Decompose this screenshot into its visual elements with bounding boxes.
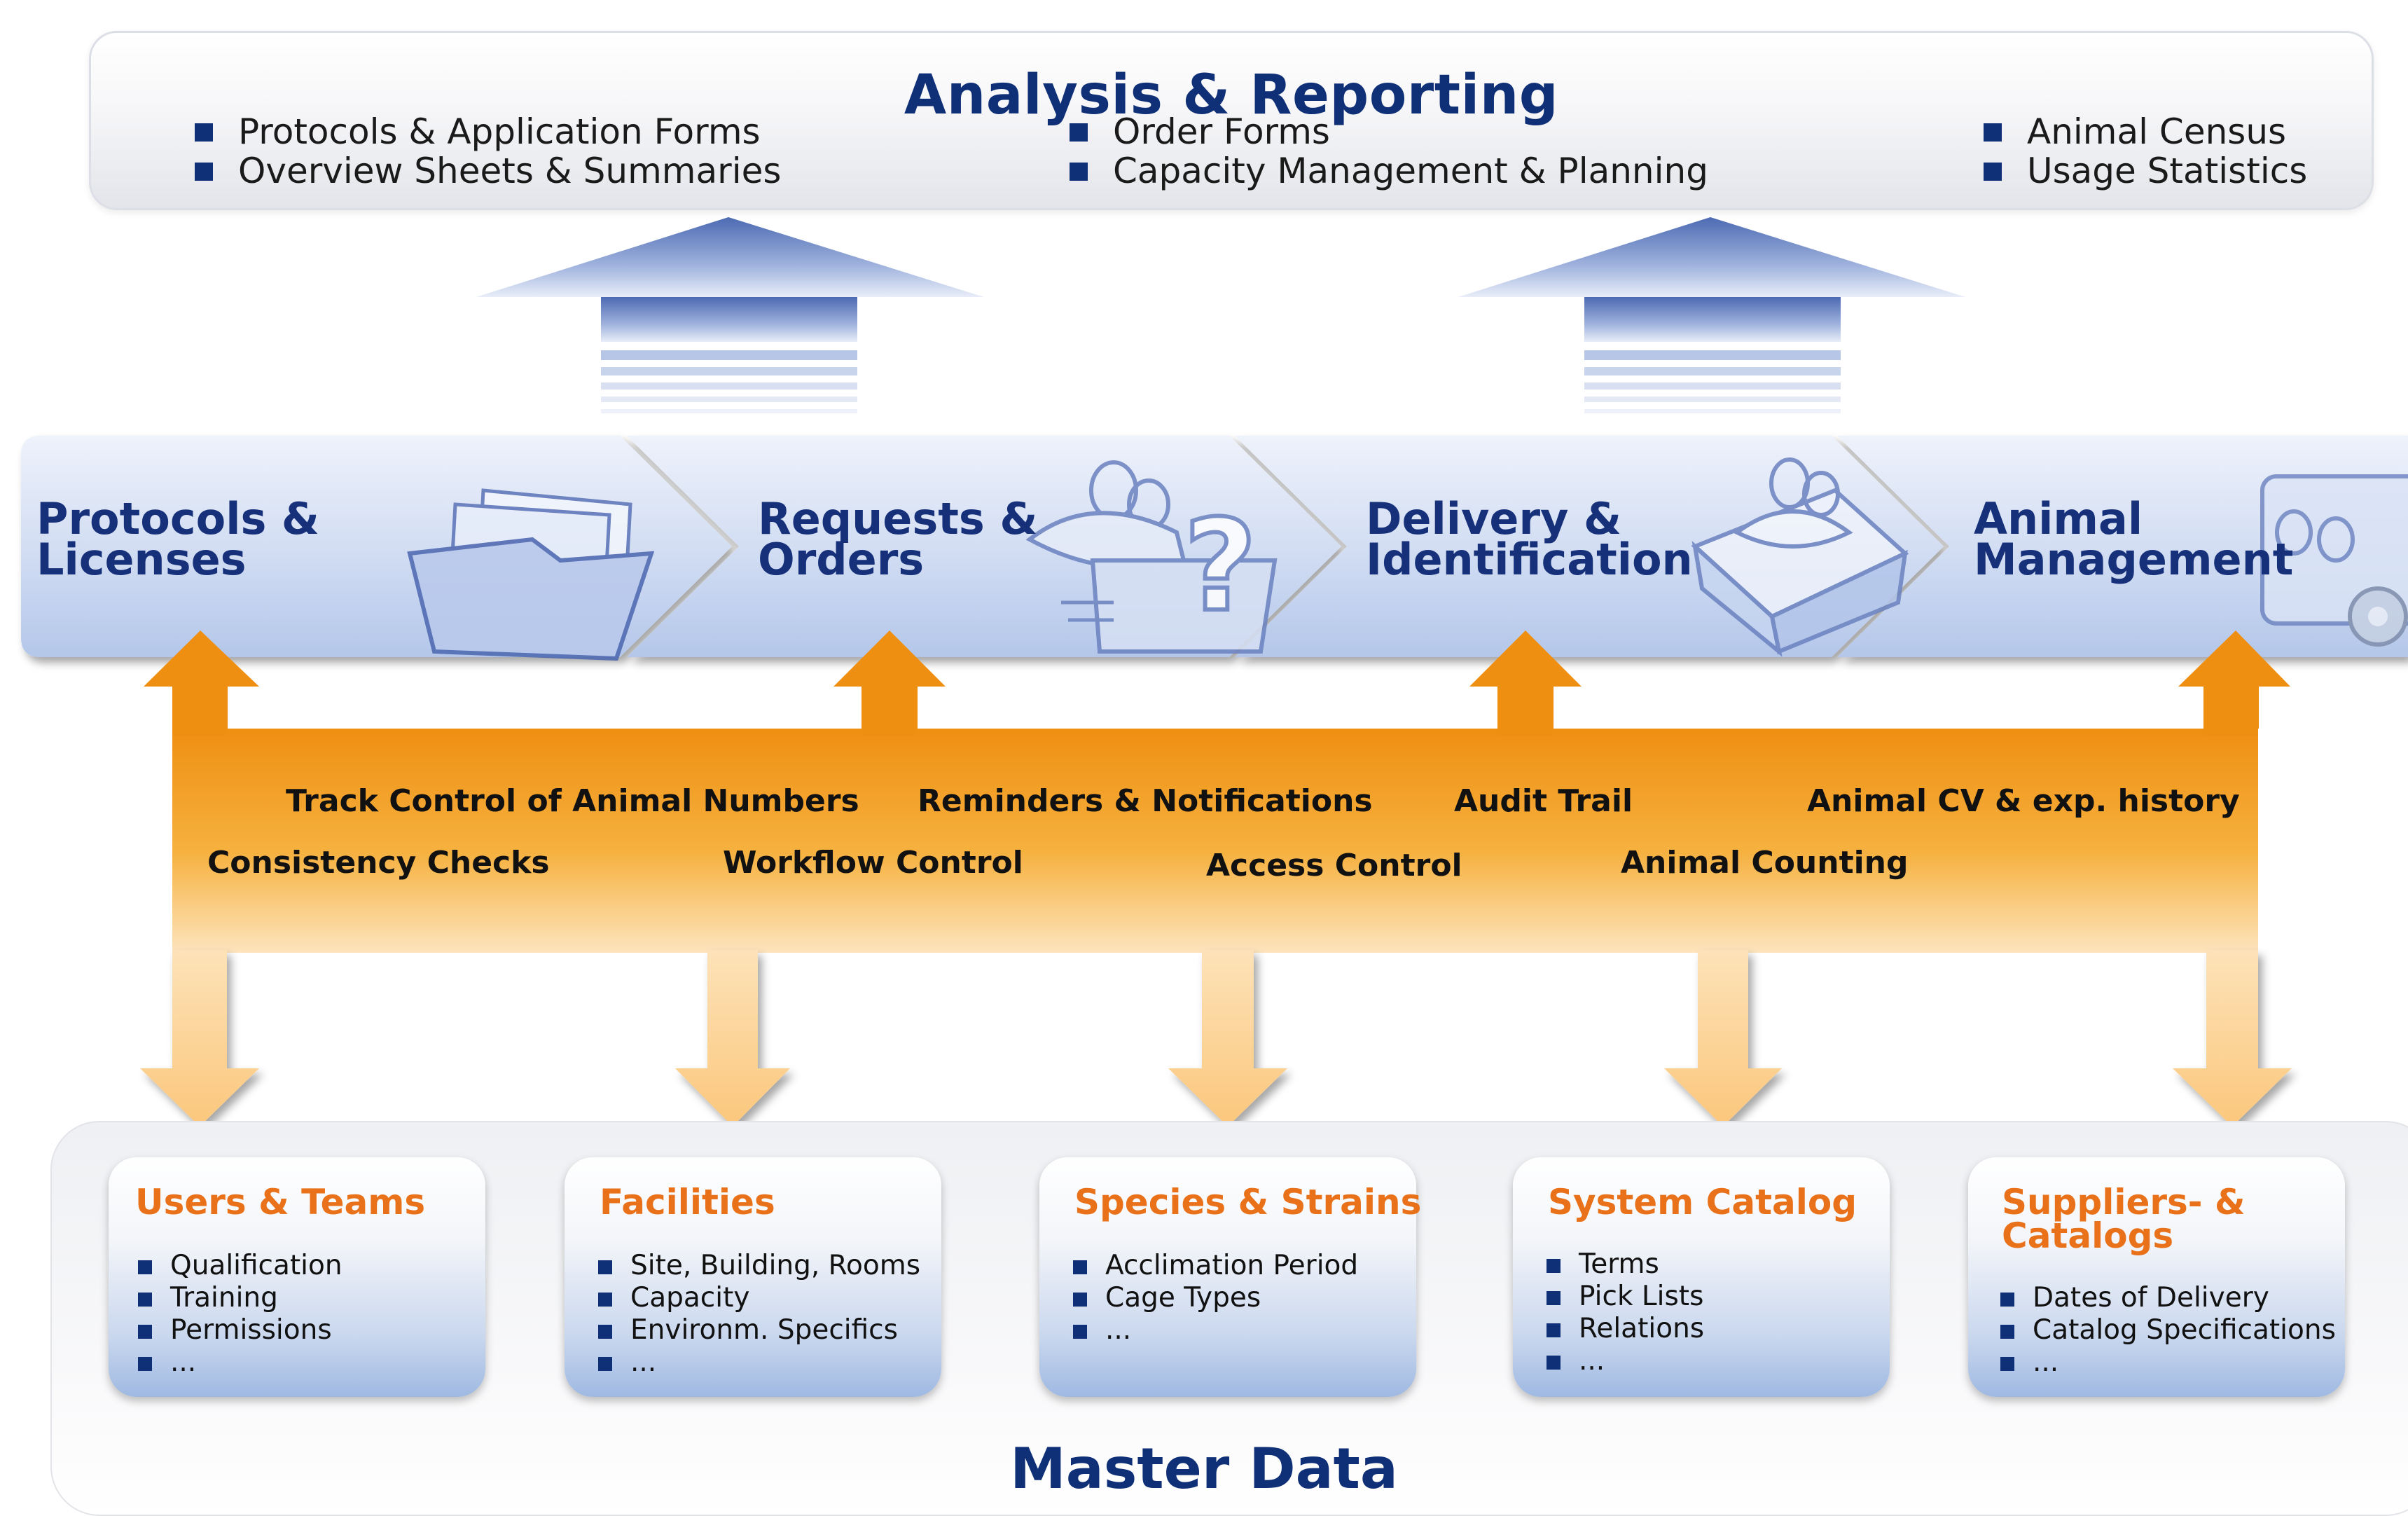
analysis-column-2: Order Forms Capacity Management & Planni… (1070, 112, 1708, 191)
process-step-line: Requests & (758, 493, 1038, 544)
process-step-line: Animal (1974, 493, 2143, 544)
process-step-protocols: Protocols & Licenses (36, 493, 319, 585)
md-box-species-strains: Species & Strains Acclimation Period Cag… (1039, 1157, 1421, 1397)
md-box-item: Relations (1546, 1313, 1704, 1345)
down-arrows (140, 950, 2292, 1126)
md-box-item: ... (1546, 1345, 1704, 1377)
svg-text:?: ? (1184, 493, 1257, 640)
feature-label: Track Control of Animal Numbers (286, 783, 859, 819)
md-box-item: Pick Lists (1546, 1281, 1704, 1313)
analysis-item: Capacity Management & Planning (1070, 151, 1708, 191)
feature-label: Animal CV & exp. history (1807, 783, 2240, 819)
md-box-item: ... (598, 1346, 920, 1379)
md-box-item: ... (2000, 1346, 2336, 1379)
master-data-title: Master Data (1010, 1436, 1398, 1501)
feature-label: Audit Trail (1454, 783, 1633, 819)
analysis-item: Order Forms (1070, 112, 1708, 151)
md-box-item: Capacity (598, 1282, 920, 1314)
md-box-item: Terms (1546, 1248, 1704, 1281)
md-box-facilities: Facilities Site, Building, Rooms Capacit… (565, 1157, 941, 1397)
analysis-item: Animal Census (1984, 112, 2307, 151)
md-box-title: Suppliers- & Catalogs (2002, 1185, 2246, 1253)
analysis-column-3: Animal Census Usage Statistics (1984, 112, 2307, 191)
process-step-delivery: Delivery & Identification (1366, 493, 1693, 585)
md-box-title: Species & Strains (1074, 1182, 1422, 1222)
md-box-item: Catalog Specifications (2000, 1314, 2336, 1346)
md-box-system-catalog: System Catalog Terms Pick Lists Relation… (1513, 1157, 1890, 1397)
analysis-item: Protocols & Application Forms (195, 112, 781, 151)
process-step-line: Protocols & (36, 493, 319, 544)
analysis-column-1: Protocols & Application Forms Overview S… (195, 112, 781, 191)
md-box-list: Site, Building, Rooms Capacity Environm.… (598, 1250, 920, 1379)
process-step-animal-mgmt: Animal Management (1974, 493, 2294, 585)
md-box-title: Users & Teams (135, 1182, 426, 1222)
monitor-gear-icon (2260, 474, 2408, 647)
md-box-item: Dates of Delivery (2000, 1282, 2336, 1314)
up-arrow-right (1458, 217, 1965, 413)
feature-label: Animal Counting (1621, 845, 1909, 881)
md-box-title: Facilities (600, 1182, 775, 1222)
folder-icon (407, 488, 655, 661)
feature-label: Consistency Checks (207, 845, 550, 881)
process-step-line: Delivery & (1366, 493, 1622, 544)
process-step-line: Management (1974, 534, 2294, 585)
analysis-item: Usage Statistics (1984, 151, 2307, 191)
md-box-list: Dates of Delivery Catalog Specifications… (2000, 1282, 2336, 1379)
md-box-item: Site, Building, Rooms (598, 1250, 920, 1282)
process-step-line: Identification (1366, 534, 1693, 585)
md-box-item: ... (1073, 1314, 1358, 1346)
md-box-list: Terms Pick Lists Relations ... (1546, 1248, 1704, 1377)
md-box-item: Training (138, 1282, 342, 1314)
md-box-item: Permissions (138, 1314, 342, 1346)
md-box-item: ... (138, 1346, 342, 1379)
analysis-title: Analysis & Reporting (904, 64, 1559, 127)
md-box-users-teams: Users & Teams Qualification Training Per… (109, 1157, 485, 1397)
md-box-item: Acclimation Period (1073, 1250, 1358, 1282)
md-box-item: Qualification (138, 1250, 342, 1282)
analysis-reporting-panel: Analysis & Reporting (89, 31, 2374, 210)
md-box-suppliers-catalogs: Suppliers- & Catalogs Dates of Delivery … (1968, 1157, 2345, 1397)
process-step-line: Orders (758, 534, 925, 585)
md-box-item: Cage Types (1073, 1282, 1358, 1314)
md-box-title-line: Catalogs (2002, 1215, 2174, 1256)
orange-band (144, 630, 2290, 953)
mouse-question-icon: ? (1025, 460, 1278, 654)
md-box-list: Qualification Training Permissions ... (138, 1250, 342, 1379)
feature-label: Reminders & Notifications (918, 783, 1373, 819)
feature-label: Workflow Control (723, 845, 1023, 881)
md-box-item: Environm. Specifics (598, 1314, 920, 1346)
md-box-title: System Catalog (1548, 1182, 1857, 1222)
feature-label: Access Control (1206, 848, 1462, 883)
analysis-item: Overview Sheets & Summaries (195, 151, 781, 191)
process-step-line: Licenses (36, 534, 247, 585)
up-arrow-left (476, 217, 984, 413)
mouse-box-icon (1691, 457, 1909, 657)
process-step-requests: Requests & Orders (758, 493, 1038, 585)
md-box-title-line: Suppliers- & (2002, 1182, 2246, 1222)
md-box-list: Acclimation Period Cage Types ... (1073, 1250, 1358, 1346)
